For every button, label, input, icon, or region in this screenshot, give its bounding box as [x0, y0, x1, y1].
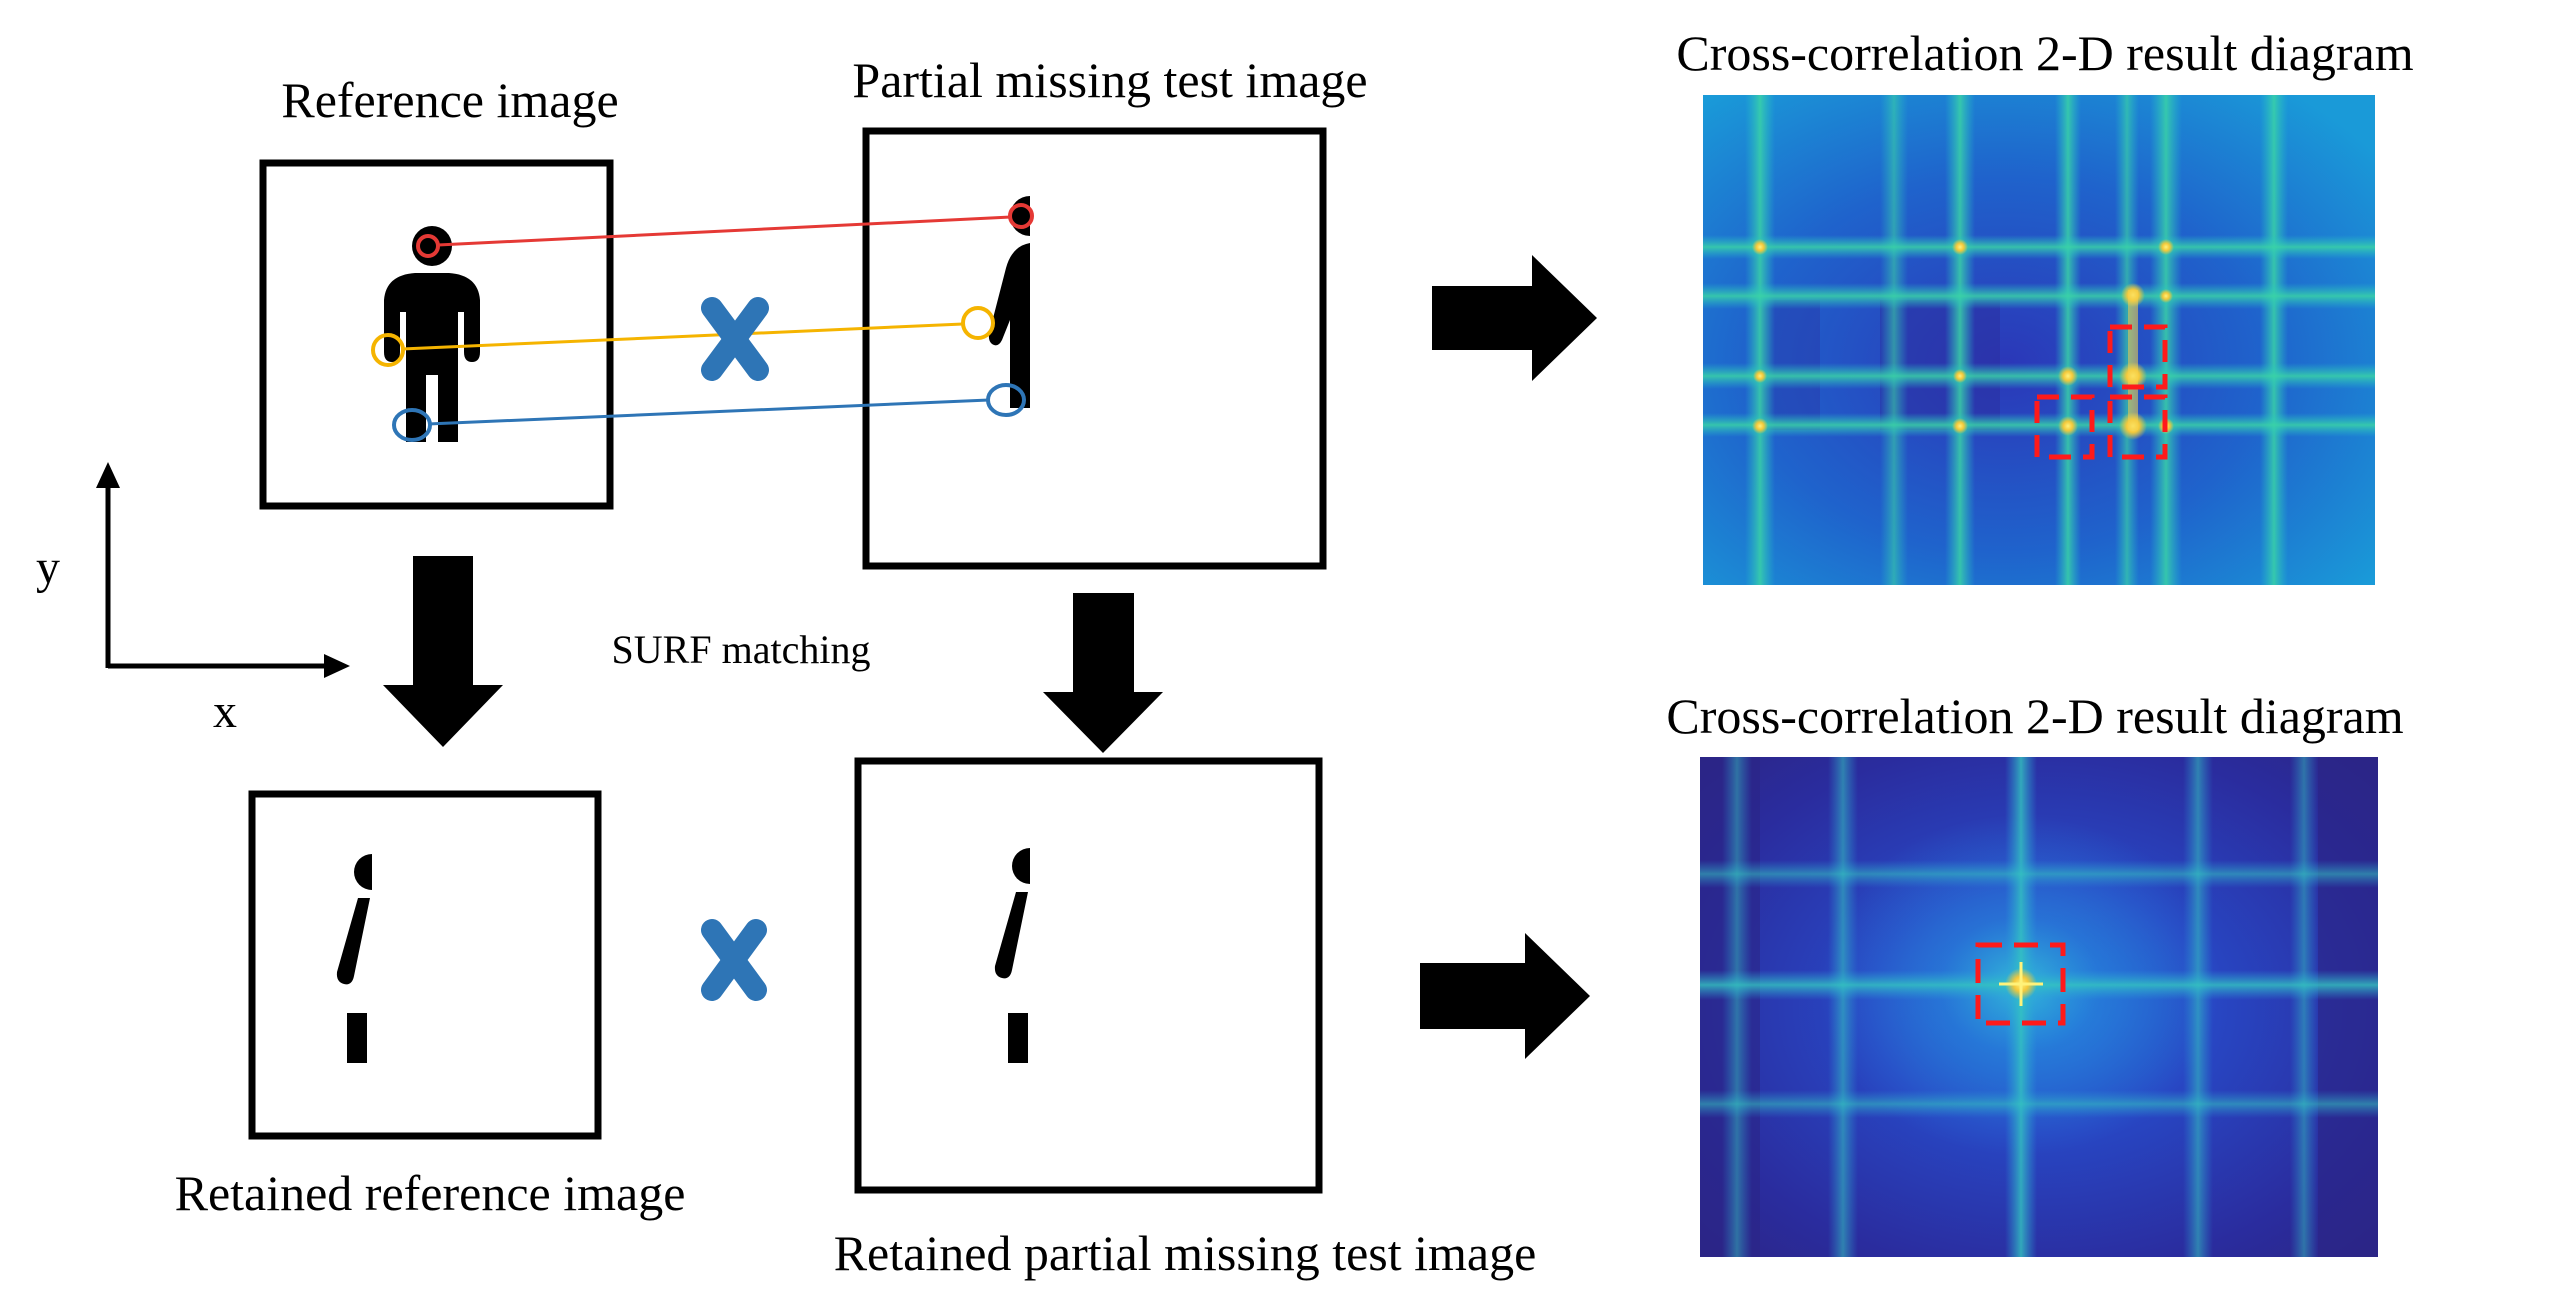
cross-correlation-heatmap-top	[1703, 95, 2375, 585]
retained-partial-missing-test-image-title: Retained partial missing test image	[834, 1225, 1537, 1281]
peak-marker	[2034, 394, 2095, 460]
x-axis-arrowhead	[324, 654, 350, 678]
multiply-icon	[701, 297, 769, 381]
arrow-down-icon-right	[1043, 593, 1163, 753]
arrow-right-icon	[1432, 255, 1597, 381]
cross-correlation-heatmap-bottom	[1700, 757, 2378, 1257]
reference-image-title: Reference image	[281, 72, 618, 128]
y-axis-arrowhead	[96, 462, 120, 488]
retained-reference-image-title: Retained reference image	[175, 1165, 686, 1221]
axis-indicator: y x	[36, 462, 350, 738]
test-keypoint-yellow	[961, 306, 995, 340]
peak-marker-bottom	[1975, 942, 2066, 1026]
arrow-right-icon-bottom	[1420, 933, 1590, 1059]
partial-missing-test-image-frame	[862, 127, 1327, 570]
partial-missing-test-image-title: Partial missing test image	[852, 52, 1367, 108]
cross-correlation-top-title: Cross-correlation 2-D result diagram	[1676, 25, 2413, 81]
peak-markers-top	[2034, 324, 2168, 460]
cross-correlation-bottom-title: Cross-correlation 2-D result diagram	[1666, 688, 2403, 744]
multiply-icon-bottom	[701, 919, 767, 1001]
match-line-red	[437, 215, 1012, 247]
retained-reference-image-frame	[248, 790, 602, 1140]
retained-person-fragment	[336, 854, 372, 1063]
match-line-yellow	[401, 322, 964, 351]
reference-keypoint-red	[416, 234, 440, 258]
retained-partial-missing-test-image-frame	[854, 757, 1323, 1194]
retained-partial-person-fragment	[994, 848, 1030, 1063]
y-axis-label: y	[36, 541, 60, 594]
peak-marker	[2107, 324, 2168, 390]
surf-match-lines	[371, 203, 1034, 442]
arrow-down-icon	[383, 556, 503, 747]
surf-matching-label: SURF matching	[612, 627, 871, 672]
x-axis-label: x	[213, 685, 237, 738]
match-line-blue	[427, 398, 990, 426]
peak-marker	[2107, 394, 2168, 460]
